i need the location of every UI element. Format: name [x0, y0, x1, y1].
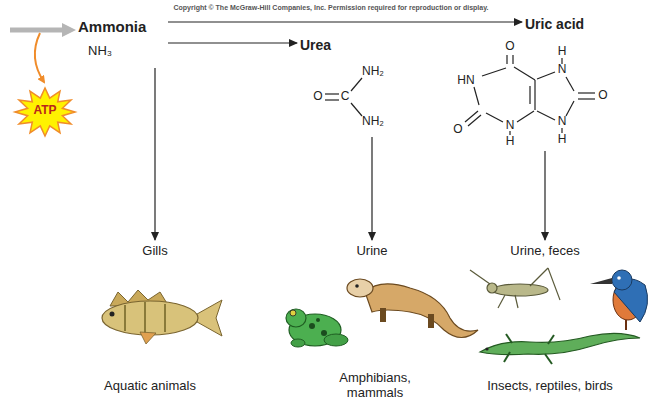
- flow-arrow: [168, 21, 522, 22]
- atom-label: H: [506, 135, 515, 149]
- copyright-notice: Copyright © The McGraw-Hill Companies, I…: [173, 4, 488, 12]
- excretion-route: Urine: [344, 243, 400, 258]
- atom-label: N: [558, 63, 567, 77]
- group-caption: Aquatic animals: [104, 379, 196, 394]
- flow-arrow: [544, 151, 545, 240]
- atom-label: H: [558, 133, 567, 147]
- atp-node: ATP: [22, 103, 68, 121]
- group-caption: Amphibians, mammals: [310, 371, 440, 401]
- excretion-route: Gills: [128, 243, 182, 258]
- lizard-drawing: [480, 333, 640, 364]
- atom-label: NH₂: [362, 115, 384, 129]
- atom-label: N: [506, 119, 515, 133]
- ferret-drawing: [347, 279, 478, 338]
- chemical-name: Uric acid: [525, 16, 620, 32]
- frog-drawing: [286, 309, 348, 347]
- kingfisher-drawing: [590, 270, 648, 330]
- atom-label: HN: [457, 74, 474, 88]
- flow-arrow: [154, 68, 155, 240]
- atom-label: C: [341, 90, 350, 104]
- energy-arrow: [35, 33, 44, 82]
- chemical-node: Uric acid: [455, 16, 620, 151]
- group-caption: Insects, reptiles, birds: [485, 379, 615, 394]
- atom-label: O: [505, 40, 514, 54]
- chemical-node: Urea: [300, 37, 400, 137]
- chemical-name: Ammonia: [78, 18, 168, 35]
- route-node: Gills: [128, 243, 182, 261]
- route-node: Urine: [344, 243, 400, 261]
- chemical-formula: NH₃: [88, 43, 168, 58]
- grasshopper-drawing: [470, 268, 560, 308]
- chemical-name: Urea: [300, 37, 400, 53]
- input-arrow: [10, 23, 76, 37]
- energy-label: ATP: [22, 103, 68, 117]
- fish-drawing: [102, 290, 222, 344]
- atom-label: H: [558, 45, 567, 59]
- flow-arrow: [371, 137, 372, 240]
- route-node: Urine, feces: [498, 243, 592, 261]
- urea-bonds: [325, 78, 362, 116]
- atp-burst: [15, 88, 75, 136]
- atom-label: NH₂: [362, 65, 384, 79]
- atom-label: O: [598, 89, 607, 103]
- excretion-route: Urine, feces: [498, 243, 592, 258]
- atom-label: O: [313, 90, 322, 104]
- atom-label: N: [558, 115, 567, 129]
- chemical-node: AmmoniaNH₃: [78, 18, 168, 68]
- flow-arrow: [168, 42, 297, 43]
- uric-acid-bonds: [465, 55, 595, 135]
- atom-label: O: [453, 123, 462, 137]
